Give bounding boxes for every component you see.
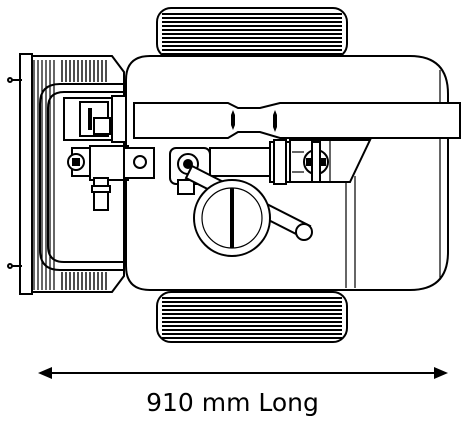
bottom-wheel bbox=[156, 291, 348, 343]
right-valve bbox=[269, 139, 329, 185]
filler-cap bbox=[193, 179, 271, 257]
boom-arm bbox=[133, 102, 461, 139]
top-wheel bbox=[156, 7, 348, 59]
upper-valve-cluster bbox=[63, 95, 127, 143]
dimension-label: 910 mm Long bbox=[146, 388, 319, 417]
handle-frame bbox=[39, 83, 124, 271]
lower-valve-cluster bbox=[67, 145, 155, 211]
double-headed-arrow-icon bbox=[38, 367, 448, 379]
